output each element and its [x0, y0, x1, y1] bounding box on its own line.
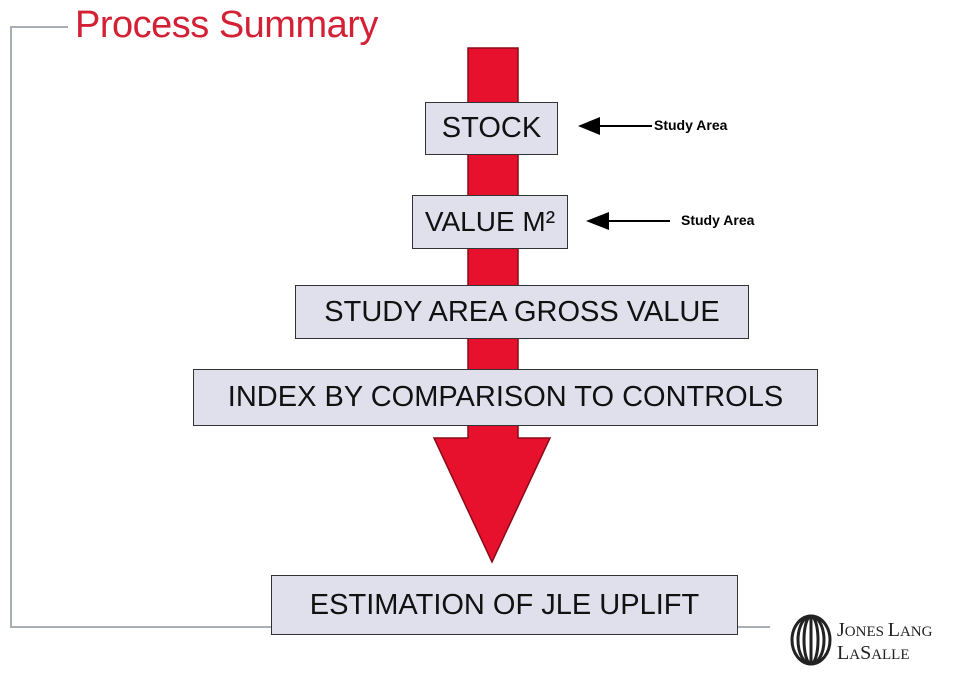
step-study-area-gross-value: STUDY AREA GROSS VALUE — [295, 285, 749, 339]
step-stock: STOCK — [425, 102, 558, 155]
step-index-by-comparison-label: INDEX BY COMPARISON TO CONTROLS — [227, 381, 784, 413]
step-estimation-of-jle-uplift: ESTIMATION OF JLE UPLIFT — [271, 575, 738, 635]
logo-mark-icon — [790, 614, 832, 666]
annotation-arrow-1 — [578, 117, 652, 135]
frame-left-rule — [10, 26, 12, 627]
page-title: Process Summary — [75, 4, 378, 46]
logo-text-line1: JONES LANG — [837, 619, 933, 641]
step-estimation-of-jle-uplift-label: ESTIMATION OF JLE UPLIFT — [309, 588, 700, 621]
jones-lang-lasalle-logo: JONES LANG LASALLE — [790, 612, 975, 672]
annotation-study-area-2: Study Area — [681, 212, 755, 228]
frame-top-rule — [10, 26, 68, 28]
annotation-arrow-2 — [586, 212, 670, 230]
logo-text-line2: LASALLE — [837, 642, 910, 664]
annotation-study-area-1: Study Area — [654, 117, 728, 133]
step-index-by-comparison: INDEX BY COMPARISON TO CONTROLS — [193, 369, 818, 426]
step-value-m2: VALUE M² — [412, 195, 568, 249]
step-value-m2-label: VALUE M² — [424, 206, 556, 237]
step-stock-label: STOCK — [441, 112, 542, 144]
step-study-area-gross-value-label: STUDY AREA GROSS VALUE — [324, 295, 720, 328]
